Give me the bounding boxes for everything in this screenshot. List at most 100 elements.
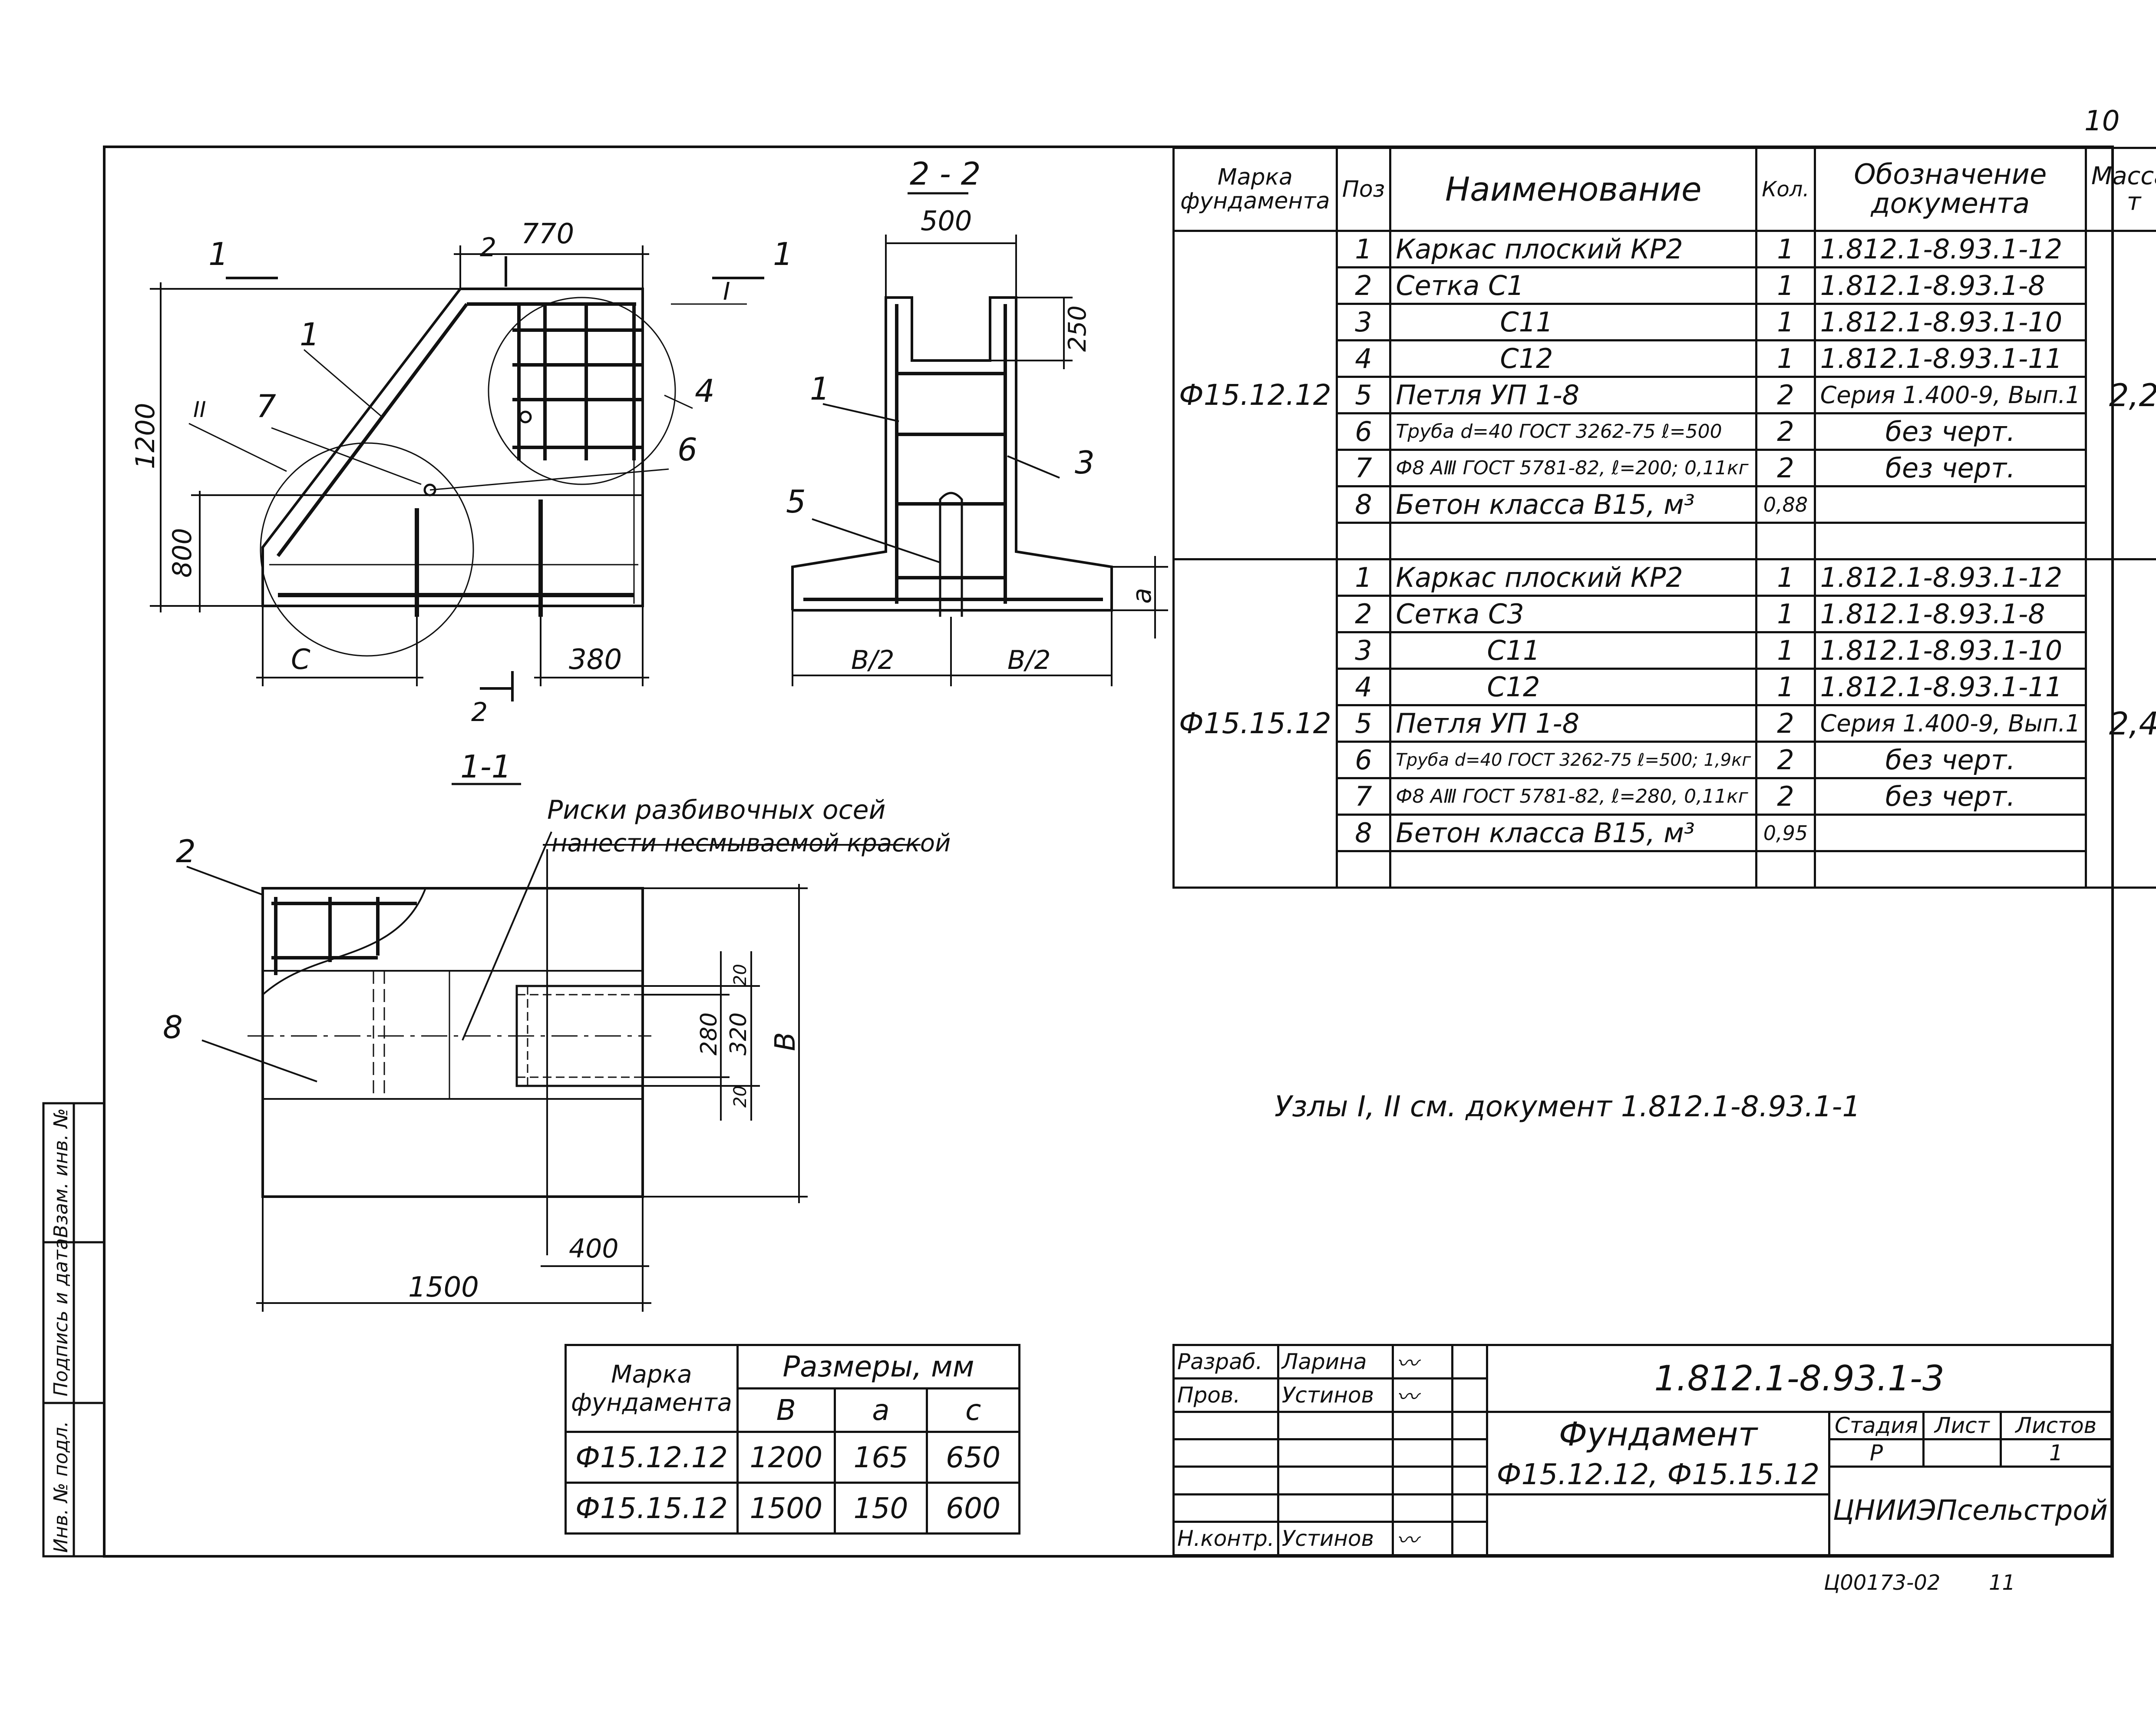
spec-header-mass: Масса, т <box>2084 147 2156 232</box>
spec-qty: 2 <box>1755 376 1816 414</box>
callout-2-plan: 2 <box>176 833 196 870</box>
spec-name: С12 <box>1389 339 1758 378</box>
spec-name: Каркас плоский КР2 <box>1389 558 1758 597</box>
dim-b-half-right: B/2 <box>1007 645 1051 675</box>
spec-name: С11 <box>1389 631 1758 670</box>
stamp-title-line2: Ф15.12.12, Ф15.15.12 <box>1496 1457 1820 1491</box>
section-2-2-title: 2 - 2 <box>910 155 981 192</box>
spec-name: Бетон класса В15, м³ <box>1389 814 1758 852</box>
spec-mass-1: 2,2 <box>2084 230 2156 560</box>
plan-note-line2: нанести несмываемой краской <box>551 829 951 857</box>
dims-c: 650 <box>926 1431 1020 1484</box>
stamp-row: Н.контр. Устинов 〰 <box>1172 1520 2112 1556</box>
spec-qty: 1 <box>1755 558 1816 597</box>
spec-pos: 2 <box>1335 595 1392 633</box>
table-row: 5 Петля УП 1-8 2 Серия 1.400-9, Вып.1 <box>1174 376 2156 414</box>
spec-name: Петля УП 1-8 <box>1389 704 1758 743</box>
section-mark-1-right: 1 <box>773 236 793 272</box>
callout-1-elev: 1 <box>300 316 320 353</box>
stamp-stage-label: Стадия <box>1828 1411 1925 1440</box>
table-row: 6 Труба d=40 ГОСТ 3262-75 ℓ=500 2 без че… <box>1174 412 2156 451</box>
stamp-org: ЦНИИЭПсельстрой <box>1828 1466 2113 1556</box>
dim-1200: 1200 <box>130 403 161 469</box>
stamp-name: Устинов <box>1277 1520 1394 1556</box>
dim-1500: 1500 <box>408 1271 479 1303</box>
stamp-role: Разраб. <box>1172 1344 1279 1380</box>
spec-mark-1: Ф15.12.12 <box>1172 230 1338 560</box>
spec-pos: 1 <box>1335 230 1392 268</box>
dim-a: a <box>1127 588 1157 604</box>
spec-doc: 1.812.1-8.93.1-11 <box>1813 339 2087 378</box>
spec-doc: 1.812.1-8.93.1-11 <box>1813 668 2087 706</box>
callout-3-sect: 3 <box>1075 444 1095 481</box>
signature: 〰 <box>1391 1520 1453 1556</box>
spec-name: Каркас плоский КР2 <box>1389 230 1758 268</box>
dims-header-sizes: Размеры, мм <box>736 1344 1021 1389</box>
spec-pos: 7 <box>1335 777 1392 816</box>
spec-pos: 3 <box>1335 631 1392 670</box>
spec-name: Петля УП 1-8 <box>1389 376 1758 414</box>
specification-table: Марка фундамента Поз Наименование Кол. О… <box>1172 147 2156 889</box>
plan-note-line1: Риски разбивочных осей <box>547 795 886 825</box>
elevation-view <box>150 245 764 701</box>
stamp-row: Р 1 <box>1172 1438 2113 1468</box>
table-row: Ф15.12.12 1 Каркас плоский КР2 1 1.812.1… <box>1172 230 2156 560</box>
spec-doc: без черт. <box>1813 741 2087 779</box>
stamp-doc-code: 1.812.1-8.93.1-3 <box>1486 1344 2113 1413</box>
spec-pos: 2 <box>1335 266 1392 305</box>
spec-qty: 1 <box>1755 303 1816 341</box>
side-podpis: Подпись и дата <box>50 1238 72 1396</box>
signature: 〰 <box>1391 1344 1453 1380</box>
spec-doc: 1.812.1-8.93.1-8 <box>1813 595 2087 633</box>
spec-qty: 1 <box>1755 230 1816 268</box>
section-1-1-view <box>186 783 921 1312</box>
spec-pos: 8 <box>1335 814 1392 852</box>
table-row: 6 Труба d=40 ГОСТ 3262-75 ℓ=500; 1,9кг 2… <box>1174 741 2156 779</box>
stamp-sheet-label: Лист <box>1922 1411 2002 1440</box>
table-row-spacer <box>1174 850 2156 889</box>
spec-qty: 0,88 <box>1755 485 1816 524</box>
section-mark-2-top: 2 <box>480 232 496 263</box>
spec-pos: 5 <box>1335 376 1392 414</box>
spec-qty: 1 <box>1755 266 1816 305</box>
spec-pos: 4 <box>1335 668 1392 706</box>
spec-name: Труба d=40 ГОСТ 3262-75 ℓ=500 <box>1389 412 1758 451</box>
spec-doc <box>1813 814 2087 852</box>
stamp-sheets: 1 <box>1999 1438 2113 1468</box>
stamp-title: Фундамент Ф15.12.12, Ф15.15.12 <box>1486 1411 1830 1495</box>
stamp-name: Ларина <box>1277 1344 1394 1380</box>
spec-header-mark: Марка фундамента <box>1172 147 1338 232</box>
spec-qty: 1 <box>1755 339 1816 378</box>
spec-qty: 2 <box>1755 741 1816 779</box>
dims-b: 1500 <box>736 1482 836 1535</box>
table-row: 3 С11 1 1.812.1-8.93.1-10 <box>1174 631 2156 670</box>
spec-qty: 1 <box>1755 631 1816 670</box>
section-2-2-view <box>791 192 1168 686</box>
spec-header-pos: Поз <box>1335 147 1392 232</box>
callout-4-elev: 4 <box>695 373 715 409</box>
nodes-note: Узлы I, II см. документ 1.812.1-8.93.1-1 <box>1274 1090 1860 1123</box>
spec-qty: 2 <box>1755 449 1816 487</box>
spec-name: С12 <box>1389 668 1758 706</box>
spec-header-qty: Кол. <box>1755 147 1816 232</box>
spec-doc: 1.812.1-8.93.1-8 <box>1813 266 2087 305</box>
table-row: 4 С12 1 1.812.1-8.93.1-11 <box>1174 668 2156 706</box>
spec-name: Ф8 AⅢ ГОСТ 5781-82, ℓ=280, 0,11кг <box>1389 777 1758 816</box>
dim-20-bottom: 20 <box>730 1085 750 1108</box>
stamp-row: Фундамент Ф15.12.12, Ф15.15.12 Стадия Ли… <box>1172 1411 2113 1495</box>
dim-b-half-left: B/2 <box>851 645 895 675</box>
dims-b: 1200 <box>736 1431 836 1484</box>
spec-doc: 1.812.1-8.93.1-12 <box>1813 558 2087 597</box>
node-II-label: II <box>193 397 206 422</box>
dim-500: 500 <box>921 205 972 237</box>
spec-doc: без черт. <box>1813 449 2087 487</box>
spec-mass-2: 2,4 <box>2084 558 2156 889</box>
spec-mark-2: Ф15.15.12 <box>1172 558 1338 889</box>
dim-770: 770 <box>521 218 574 250</box>
table-row: 2 Сетка С1 1 1.812.1-8.93.1-8 <box>1174 266 2156 305</box>
node-I-label: I <box>723 278 730 306</box>
spec-qty: 2 <box>1755 777 1816 816</box>
dim-400: 400 <box>569 1234 619 1264</box>
dims-header-b: B <box>736 1387 836 1433</box>
spec-name: Сетка С3 <box>1389 595 1758 633</box>
